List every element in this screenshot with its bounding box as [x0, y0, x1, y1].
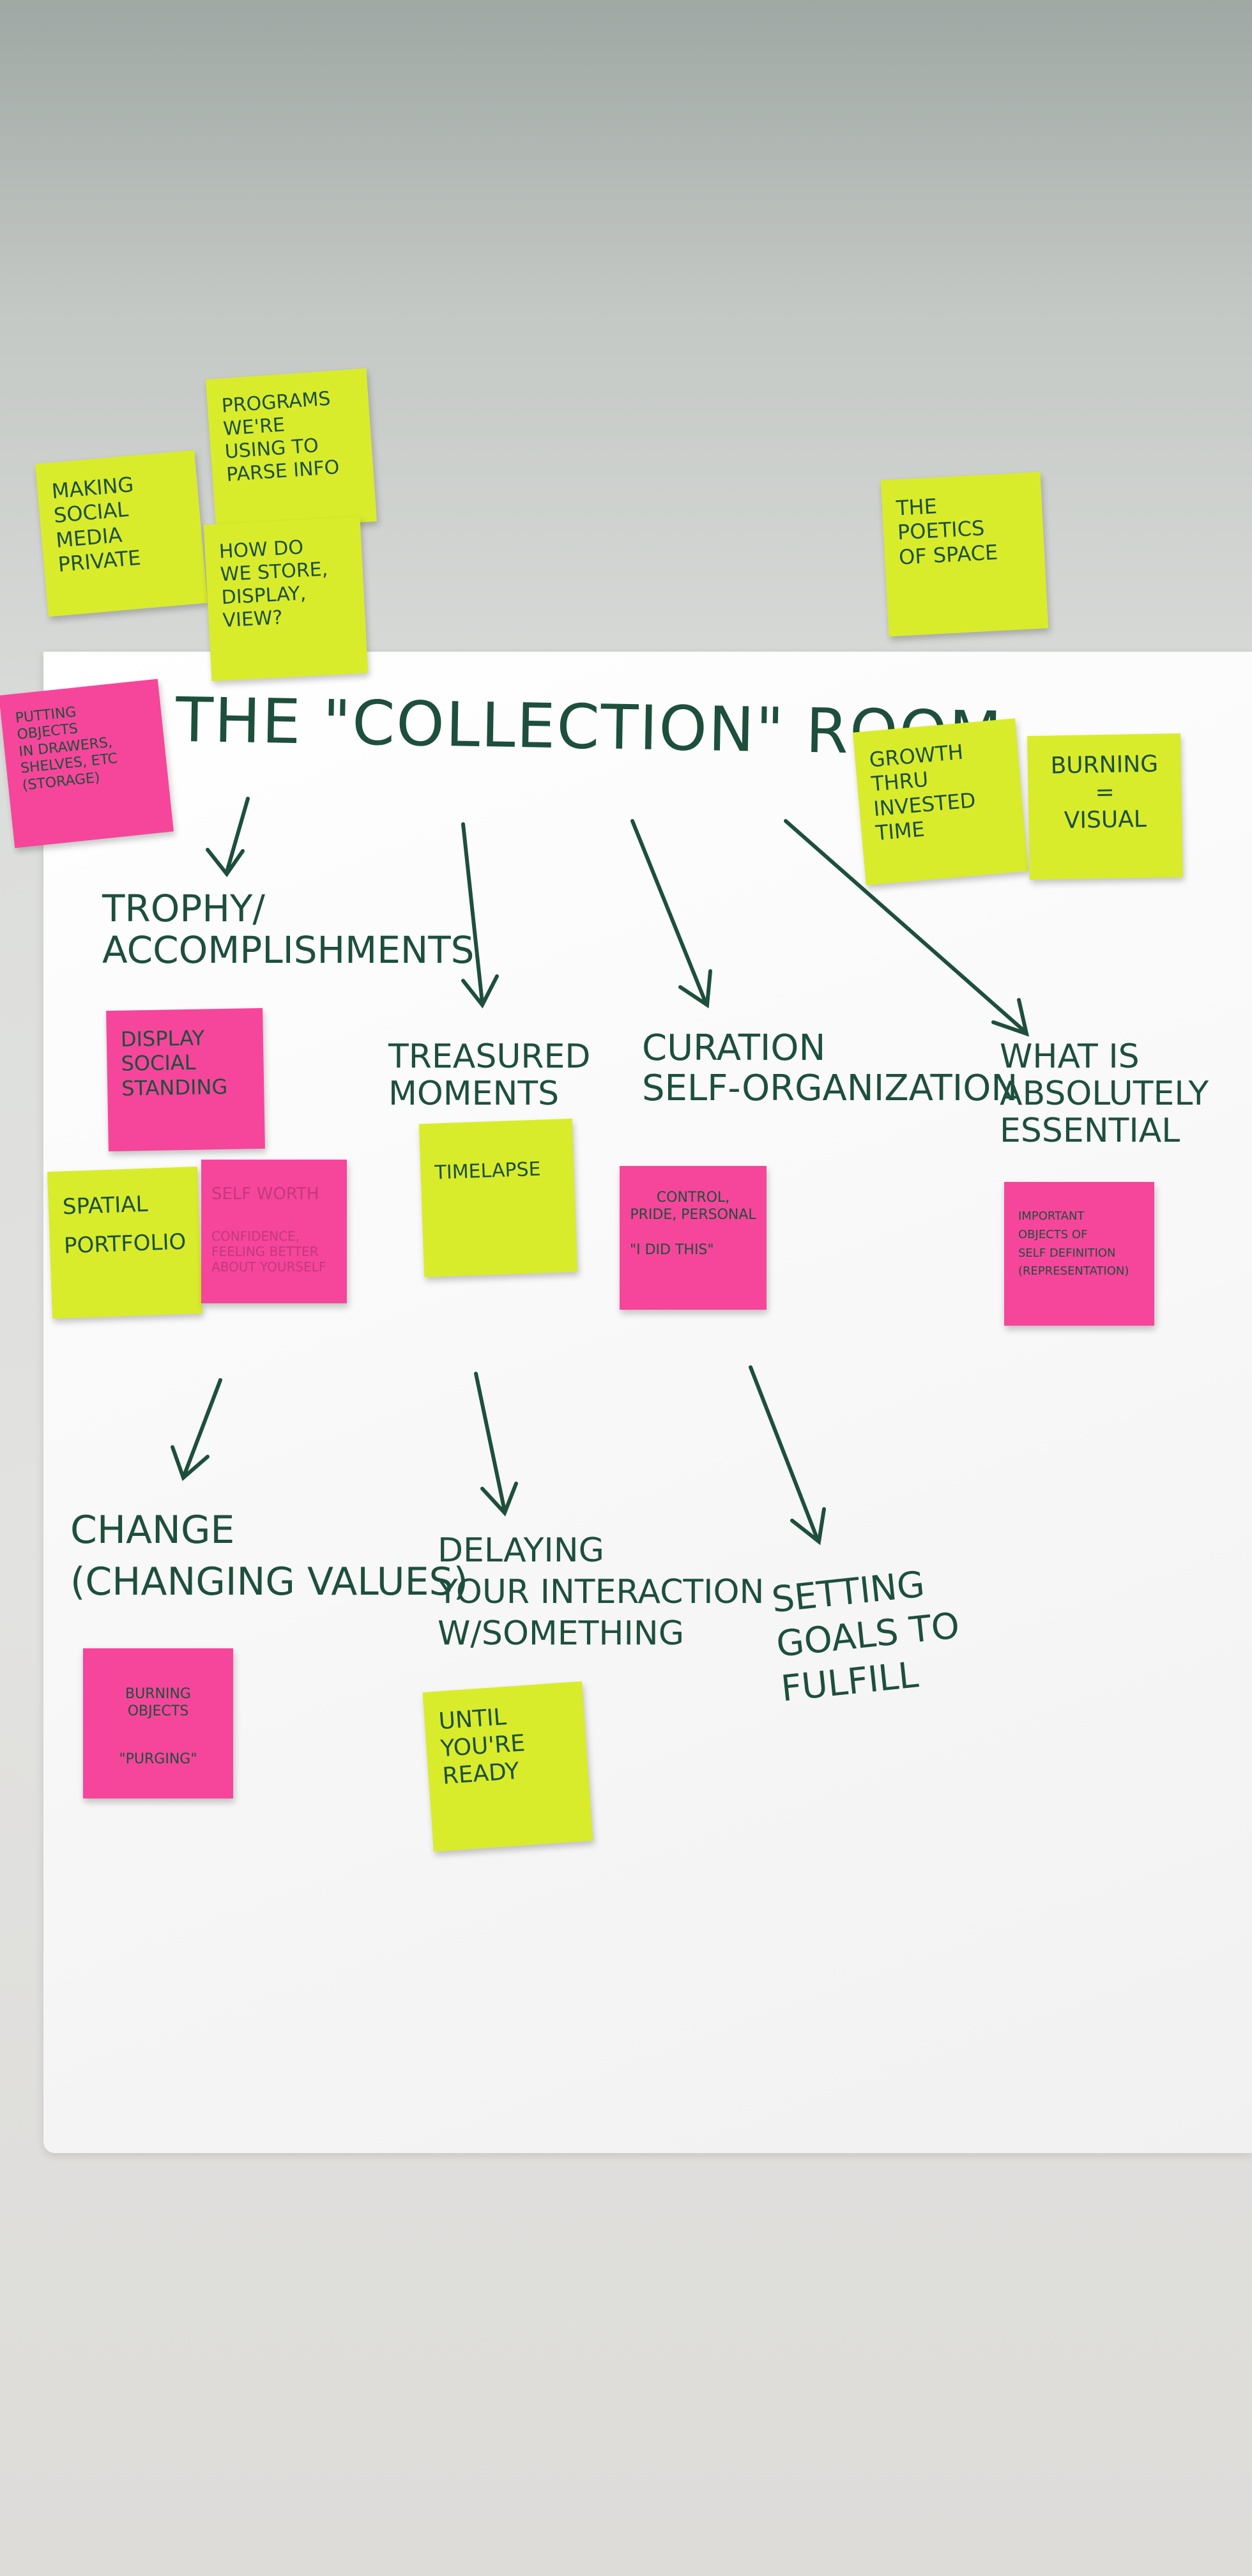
heading-change: CHANGE (CHANGING VALUES): [70, 1508, 468, 1604]
note-growth: GROWTH THRU INVESTED TIME: [853, 718, 1028, 885]
note-making-social-media-private: MAKING SOCIAL MEDIA PRIVATE: [35, 450, 208, 617]
heading-treasured: TREASURED MOMENTS: [388, 1038, 591, 1114]
note-burning-visual: BURNING = VISUAL: [1027, 733, 1183, 880]
i-did-this-quote: "I DID THIS": [630, 1242, 714, 1259]
heading-curation: CURATION SELF-ORGANIZATION: [642, 1027, 1018, 1109]
heading-delaying: DELAYING YOUR INTERACTION W/SOMETHING: [438, 1531, 765, 1653]
note-until-youre-ready: UNTIL YOU'RE READY: [422, 1681, 593, 1852]
self-worth-title: SELF WORTH: [211, 1184, 319, 1204]
heading-goals: SETTING GOALS TO FULFILL: [770, 1563, 962, 1710]
note-timelapse: TIMELAPSE: [418, 1118, 578, 1278]
heading-trophy: TROPHY/ ACCOMPLISHMENTS: [102, 887, 475, 972]
note-display-social-standing: DISPLAY SOCIAL STANDING: [106, 1008, 265, 1152]
note-putting-objects: PUTTING OBJECTS IN DRAWERS, SHELVES, ETC…: [0, 678, 174, 848]
burning-objects-text: BURNING OBJECTS: [125, 1686, 191, 1719]
note-poetics-of-space: THE POETICS OF SPACE: [880, 471, 1049, 637]
note-how-do-we-store: HOW DO WE STORE, DISPLAY, VIEW?: [203, 516, 369, 682]
purging-text: "PURGING": [119, 1751, 197, 1768]
self-worth-body: CONFIDENCE, FEELING BETTER ABOUT YOURSEL…: [211, 1228, 326, 1275]
note-burning-objects: BURNING OBJECTS "PURGING": [83, 1648, 233, 1798]
note-spatial-portfolio: SPATIAL PORTFOLIO: [47, 1166, 202, 1319]
note-programs: PROGRAMS WE'RE USING TO PARSE INFO: [205, 368, 378, 533]
heading-essential: WHAT IS ABSOLUTELY ESSENTIAL: [1000, 1038, 1209, 1151]
note-control-pride: CONTROL, PRIDE, PERSONAL "I DID THIS": [620, 1166, 767, 1310]
control-pride-text: CONTROL, PRIDE, PERSONAL: [630, 1190, 756, 1223]
note-important-objects: IMPORTANT OBJECTS OF SELF DEFINITION (RE…: [1004, 1182, 1154, 1326]
note-self-worth: SELF WORTH CONFIDENCE, FEELING BETTER AB…: [201, 1160, 347, 1303]
